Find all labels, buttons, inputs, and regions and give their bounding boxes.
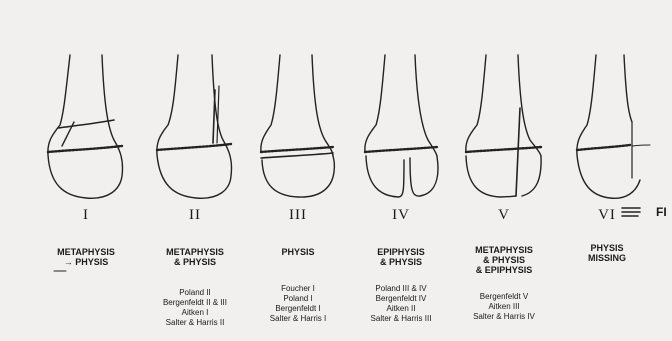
type-category: EPIPHYSIS & PHYSIS	[351, 247, 451, 267]
panel-type-v: V METAPHYSIS & PHYSIS & EPIPHYSIS Bergen…	[454, 0, 554, 341]
panel-type-iv: IV EPIPHYSIS & PHYSIS Poland III & IV Be…	[351, 0, 451, 341]
type-numeral: V	[454, 207, 554, 224]
classification-line: Salter & Harris III	[351, 314, 451, 324]
type-category: PHYSIS	[248, 247, 348, 257]
panel-type-vi: VI PHYSIS MISSING	[557, 0, 657, 341]
category-line: METAPHYSIS	[36, 247, 136, 257]
classification-line: Foucher I	[248, 284, 348, 294]
category-line: METAPHYSIS	[454, 245, 554, 255]
type-classifications: Foucher I Poland I Bergenfeldt I Salter …	[248, 284, 348, 324]
figure-tag: FI	[656, 205, 667, 219]
panel-type-ii: II METAPHYSIS & PHYSIS Poland II Bergenf…	[145, 0, 245, 341]
type-classifications: Bergenfeldt V Aitken III Salter & Harris…	[454, 292, 554, 322]
classification-line: Poland II	[145, 288, 245, 298]
type-numeral: IV	[351, 207, 451, 224]
panel-type-i: I METAPHYSIS → PHYSIS	[36, 0, 136, 341]
category-line: & PHYSIS	[351, 257, 451, 267]
type-classifications: Poland II Bergenfeldt II & III Aitken I …	[145, 288, 245, 328]
category-line: EPIPHYSIS	[351, 247, 451, 257]
classification-line: Bergenfeldt IV	[351, 294, 451, 304]
category-line: METAPHYSIS	[145, 247, 245, 257]
type-numeral: III	[248, 207, 348, 224]
type-numeral: VI	[557, 207, 657, 224]
classification-line: Poland I	[248, 294, 348, 304]
type-category: METAPHYSIS → PHYSIS	[36, 247, 136, 267]
category-line: MISSING	[557, 253, 657, 263]
type-numeral: II	[145, 207, 245, 224]
classification-line: Bergenfeldt II & III	[145, 298, 245, 308]
type-category: METAPHYSIS & PHYSIS	[145, 247, 245, 267]
category-line: & PHYSIS	[145, 257, 245, 267]
category-line: & EPIPHYSIS	[454, 265, 554, 275]
classification-line: Aitken III	[454, 302, 554, 312]
category-line: PHYSIS	[248, 247, 348, 257]
type-classifications: Poland III & IV Bergenfeldt IV Aitken II…	[351, 284, 451, 324]
classification-line: Bergenfeldt I	[248, 304, 348, 314]
type-category: PHYSIS MISSING	[557, 243, 657, 263]
classification-line: Poland III & IV	[351, 284, 451, 294]
panel-type-iii: III PHYSIS Foucher I Poland I Bergenfeld…	[248, 0, 348, 341]
classification-line: Aitken II	[351, 304, 451, 314]
type-category: METAPHYSIS & PHYSIS & EPIPHYSIS	[454, 245, 554, 275]
classification-line: Salter & Harris I	[248, 314, 348, 324]
category-line: PHYSIS	[557, 243, 657, 253]
classification-line: Aitken I	[145, 308, 245, 318]
classification-line: Bergenfeldt V	[454, 292, 554, 302]
type-numeral: I	[36, 207, 136, 224]
category-line: → PHYSIS	[36, 257, 136, 267]
classification-line: Salter & Harris II	[145, 318, 245, 328]
classification-line: Salter & Harris IV	[454, 312, 554, 322]
category-line: & PHYSIS	[454, 255, 554, 265]
